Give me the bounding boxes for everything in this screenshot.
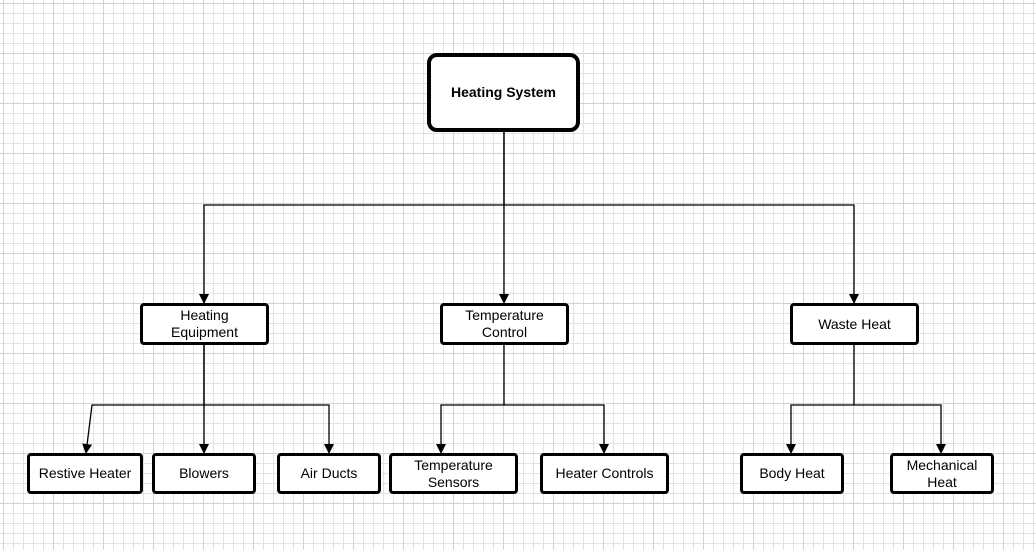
- node-label: Temperature Sensors: [414, 456, 493, 490]
- node-mechanical-heat[interactable]: Mechanical Heat: [890, 453, 994, 494]
- node-waste-heat[interactable]: Waste Heat: [790, 303, 919, 345]
- connector-waste-heat-to-body-heat: [786, 344, 855, 454]
- connector-heating-equipment-to-air-ducts: [204, 404, 334, 454]
- connector-waste-heat-to-mechanical-heat: [854, 404, 946, 454]
- connector-heating-equipment-to-restive-heater: [82, 344, 205, 454]
- connector-temperature-control-to-temperature-sensors: [436, 344, 505, 454]
- node-label: Temperature Control: [465, 307, 544, 340]
- node-body-heat[interactable]: Body Heat: [740, 453, 844, 494]
- node-label: Restive Heater: [38, 465, 132, 481]
- node-heating-equipment[interactable]: Heating Equipment: [140, 303, 269, 345]
- node-restive-heater[interactable]: Restive Heater: [27, 453, 143, 494]
- connector-temperature-control-to-heater-controls: [504, 404, 609, 454]
- connector-root-to-heating-equipment: [199, 131, 505, 304]
- node-heating-system[interactable]: Heating System: [427, 53, 580, 132]
- node-label: Mechanical Heat: [906, 456, 978, 490]
- node-label: Body Heat: [759, 465, 825, 481]
- node-temperature-sensors[interactable]: Temperature Sensors: [389, 453, 518, 494]
- node-air-ducts[interactable]: Air Ducts: [277, 453, 381, 494]
- connector-root-to-waste-heat: [504, 204, 859, 304]
- node-temperature-control[interactable]: Temperature Control: [440, 303, 569, 345]
- node-heater-controls[interactable]: Heater Controls: [540, 453, 669, 494]
- node-label: Blowers: [179, 465, 229, 481]
- node-label: Heating Equipment: [171, 307, 238, 340]
- node-label: Heating System: [450, 84, 557, 100]
- node-label: Heater Controls: [555, 465, 654, 481]
- node-blowers[interactable]: Blowers: [152, 453, 256, 494]
- node-label: Waste Heat: [818, 315, 891, 332]
- node-label: Air Ducts: [300, 465, 358, 481]
